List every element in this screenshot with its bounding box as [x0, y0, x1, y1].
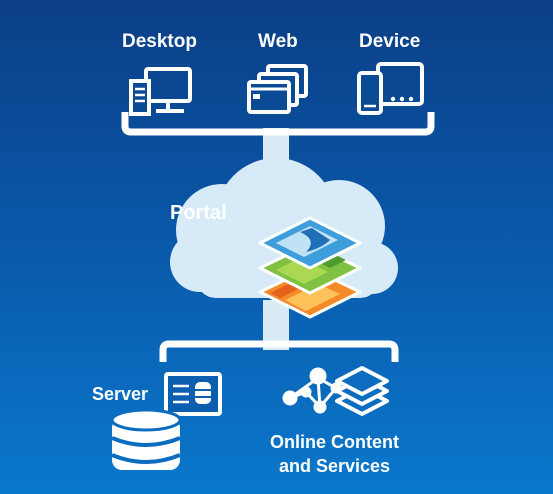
server-label: Server	[92, 384, 149, 404]
stacked-layers-icon	[335, 366, 389, 416]
desktop-computer-icon	[129, 67, 192, 116]
desktop-label: Desktop	[122, 31, 197, 52]
web-label: Web	[258, 31, 298, 52]
online-content-line2: and Services	[278, 456, 391, 476]
map-layers-icon	[258, 216, 362, 319]
online-content-label: Online Content and Services	[270, 430, 399, 478]
network-nodes-icon	[282, 367, 342, 414]
server-panel-icon	[164, 372, 222, 416]
web-browser-windows-icon	[247, 64, 308, 114]
device-label: Device	[359, 31, 421, 52]
phone-tablet-icon	[357, 62, 424, 115]
online-content-line1: Online Content	[270, 432, 399, 452]
database-icon	[110, 408, 182, 470]
portal-label: Portal	[170, 202, 227, 224]
clients-bracket	[121, 112, 435, 136]
backends-bracket	[159, 340, 399, 362]
